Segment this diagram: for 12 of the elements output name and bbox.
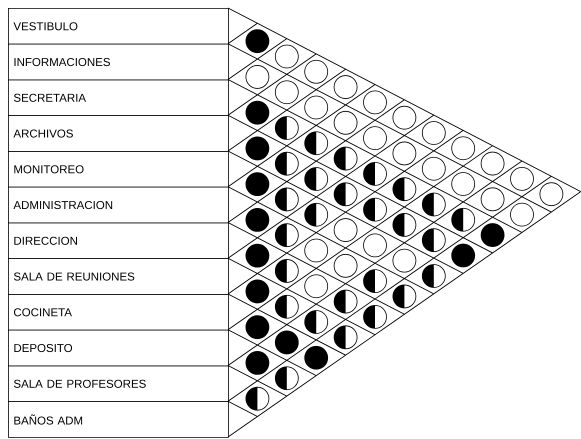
room-box: DIRECCION [8, 222, 229, 260]
room-box: COCINETA [8, 294, 229, 331]
room-box: SALA DE PROFESORES [8, 365, 229, 402]
room-box: ARCHIVOS [8, 115, 229, 152]
room-box: SALA DE REUNIONES [8, 258, 229, 295]
room-box: ADMINISTRACION [8, 186, 229, 224]
room-box: INFORMACIONES [8, 44, 229, 80]
room-box: MONITOREO [8, 150, 229, 188]
room-box: BAÑOS ADM [8, 401, 229, 438]
room-box: VESTIBULO [8, 8, 229, 45]
room-box: SECRETARIA [8, 80, 229, 116]
room-box: DEPOSITO [8, 330, 229, 366]
